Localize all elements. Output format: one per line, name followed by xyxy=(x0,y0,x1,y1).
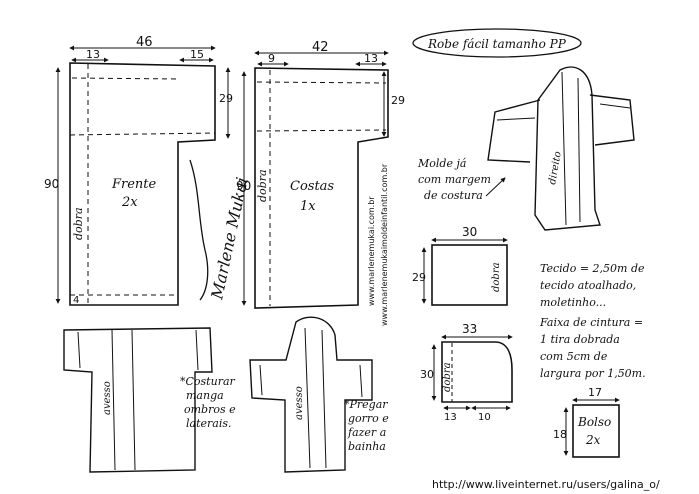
front-shoulder: 13 xyxy=(86,48,100,61)
front-name: Frente xyxy=(111,177,157,192)
sew1-line-1: *Costurar xyxy=(180,375,236,388)
sew2-line-1: *Pregar xyxy=(344,398,388,411)
pocket-width: 17 xyxy=(588,386,602,399)
footer-url: http://www.liveinternet.ru/users/galina_… xyxy=(432,478,660,491)
sketch1-inside-label: avesso xyxy=(102,381,113,415)
hood-outline xyxy=(441,341,513,403)
back-sleeve-end: 13 xyxy=(364,52,378,65)
back-piece xyxy=(241,50,389,309)
belt-line-1: Faixa de cintura = xyxy=(539,316,643,329)
sew-note-2: *Pregar gorro e fazer a bainha xyxy=(344,398,389,453)
belt-note: Faixa de cintura = 1 tira dobrada com 5c… xyxy=(539,316,646,380)
sew-note-1: *Costurar manga ombros e laterais. xyxy=(180,375,236,430)
back-fold: dobra xyxy=(256,169,269,202)
hood-piece xyxy=(431,334,513,411)
hood-bottom: 13 xyxy=(444,412,457,423)
belt-line-3: com 5cm de xyxy=(540,350,608,363)
sketch2-inside-label: avesso xyxy=(294,386,305,420)
belt-line-2: 1 tira dobrada xyxy=(540,333,620,346)
front-fold: dobra xyxy=(72,207,85,240)
pocket-outline xyxy=(572,404,620,458)
fabric-line-3: moletinho... xyxy=(540,296,606,309)
fabric-note: Tecido = 2,50m de tecido atoalhado, mole… xyxy=(540,262,645,309)
sew2-line-3: fazer a xyxy=(347,426,386,439)
front-outline xyxy=(69,62,216,306)
cuff-piece xyxy=(421,237,508,306)
cuff-width: 30 xyxy=(462,225,477,239)
website-primary: www.marlenemukai.com.br xyxy=(367,196,376,306)
hood-width: 33 xyxy=(462,322,477,336)
title-bubble: Robe fácil tamanho PP xyxy=(412,28,582,58)
title: Robe fácil tamanho PP xyxy=(427,37,567,51)
cuff-fold: dobra xyxy=(491,262,502,292)
front-hem: 4 xyxy=(73,295,79,306)
front-sleeve-end: 15 xyxy=(190,48,204,61)
sewing-sketch-hood xyxy=(249,316,373,473)
seam-line-3: de costura xyxy=(424,189,483,202)
signature-text: Marlene Mukai xyxy=(207,176,252,302)
pocket-piece xyxy=(563,397,620,458)
sew2-line-4: bainha xyxy=(348,440,386,453)
pocket-qty: 2x xyxy=(585,433,601,447)
back-sleeve-height: 29 xyxy=(391,94,405,107)
cuff-height: 29 xyxy=(412,271,426,284)
seam-line-2: com margem xyxy=(418,173,491,186)
sew1-line-2: manga xyxy=(186,389,224,402)
front-width: 46 xyxy=(136,35,153,50)
seam-line-1: Molde já xyxy=(417,157,466,170)
back-length: 90 xyxy=(236,179,251,193)
fabric-line-2: tecido atoalhado, xyxy=(540,279,636,292)
sewing-sketch-sleeves xyxy=(63,327,213,473)
back-name: Costas xyxy=(290,179,334,194)
seam-note: Molde já com margem de costura xyxy=(417,157,506,202)
back-width: 42 xyxy=(312,40,329,55)
cuff-outline xyxy=(431,244,508,306)
sketch-right-side-label: direito xyxy=(547,151,564,186)
sew1-line-3: ombros e xyxy=(184,403,236,416)
hood-height: 30 xyxy=(420,368,434,381)
front-qty: 2x xyxy=(121,195,138,210)
sew1-line-4: laterais. xyxy=(186,417,231,430)
belt-line-4: largura por 1,50m. xyxy=(540,367,646,380)
front-piece xyxy=(55,45,231,306)
robe-sketch-front xyxy=(487,66,635,231)
back-outline xyxy=(254,67,389,309)
hood-fold: dobra xyxy=(442,362,453,392)
hood-edge: 10 xyxy=(478,412,491,423)
front-length: 90 xyxy=(44,177,59,191)
pocket-name: Bolso xyxy=(577,415,611,429)
front-sleeve-height: 29 xyxy=(219,92,233,105)
back-qty: 1x xyxy=(300,199,316,214)
pocket-height: 18 xyxy=(553,428,567,441)
fabric-line-1: Tecido = 2,50m de xyxy=(540,262,645,275)
website-secondary: www.marlenemukaimoldeinfantil.com.br xyxy=(380,163,389,326)
sew2-line-2: gorro e xyxy=(348,412,389,425)
back-shoulder: 9 xyxy=(268,52,275,65)
